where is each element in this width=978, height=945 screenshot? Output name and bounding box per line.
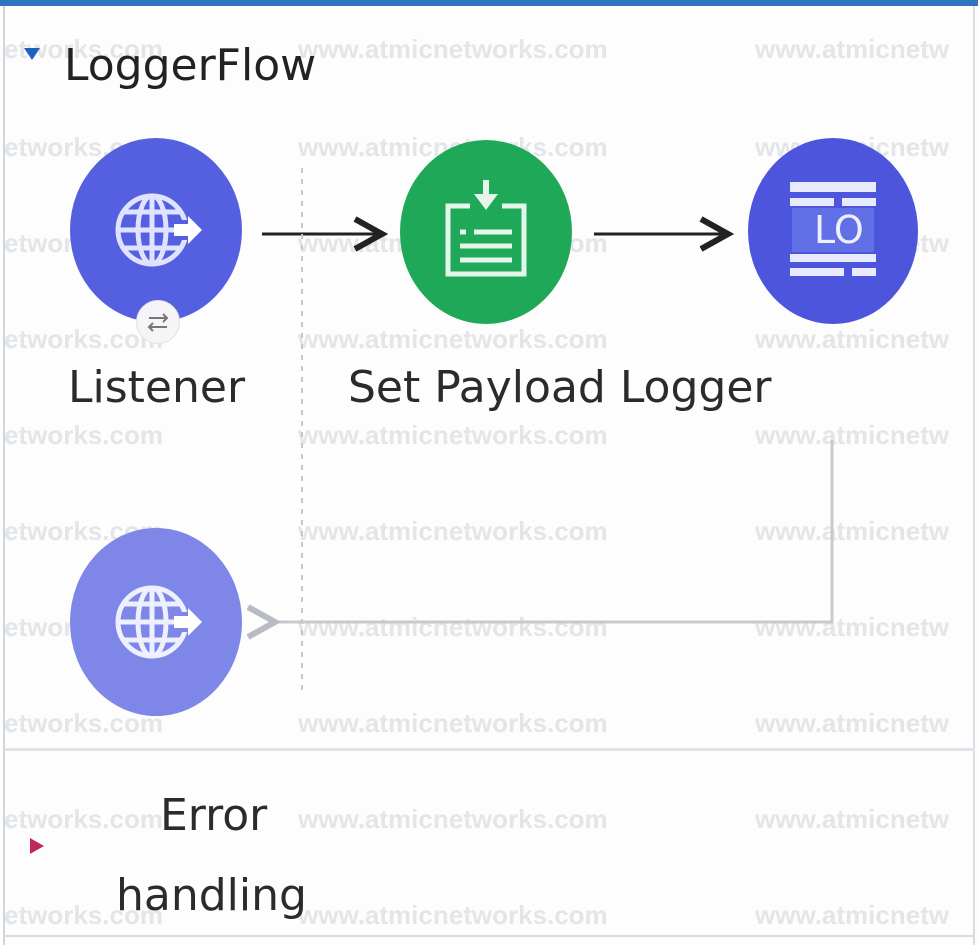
canvas-right-border — [973, 6, 975, 945]
collapse-triangle-icon[interactable] — [24, 48, 40, 60]
error-section-divider — [5, 748, 975, 751]
set-payload-download-icon — [445, 180, 527, 277]
logger-node[interactable]: LO — [748, 138, 918, 324]
listener-node[interactable] — [70, 138, 242, 322]
logger-overlay-text: LO — [814, 208, 864, 252]
listener-sync-badge — [136, 300, 180, 344]
sync-arrows-icon — [147, 313, 169, 332]
expand-triangle-icon[interactable] — [30, 838, 44, 854]
canvas-top-border — [0, 0, 978, 6]
logger-icon — [790, 182, 876, 276]
canvas-bottom-border — [5, 935, 975, 937]
error-handling-expand-toggle[interactable] — [30, 838, 46, 858]
response-return-path — [275, 440, 834, 622]
set-payload-node[interactable] — [400, 140, 572, 324]
http-response-globe-icon — [115, 585, 204, 659]
error-handling-label-line2: handling — [116, 870, 307, 921]
http-listener-globe-icon — [115, 193, 204, 267]
canvas-left-border — [3, 6, 5, 945]
flow-title: LoggerFlow — [64, 40, 317, 91]
set-payload-logger-label: Set Payload Logger — [348, 362, 772, 413]
error-handling-label-line1: Error — [160, 790, 268, 841]
flow-header[interactable]: LoggerFlow — [24, 38, 316, 94]
listener-label: Listener — [68, 362, 246, 413]
http-response-node[interactable] — [70, 528, 242, 716]
